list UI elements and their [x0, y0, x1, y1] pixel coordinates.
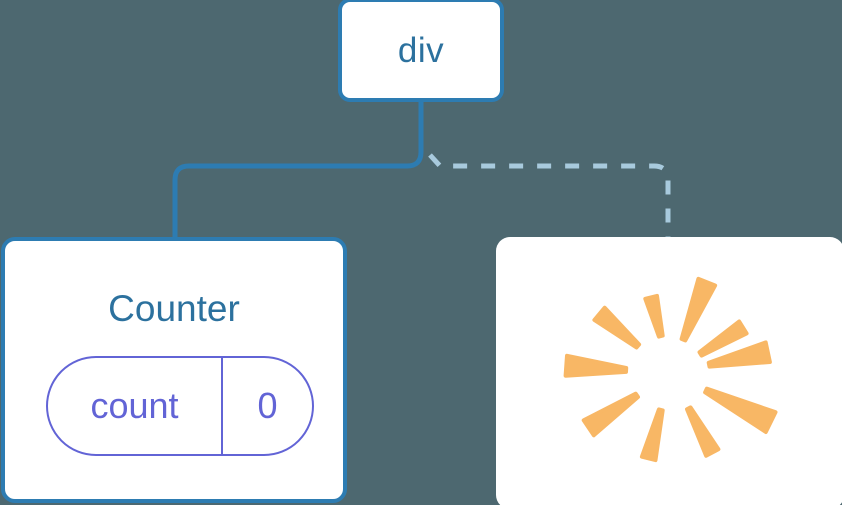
edge-div-to-counter — [172, 101, 424, 239]
sparkle-ray — [563, 353, 629, 378]
node-sparkle[interactable] — [496, 237, 842, 505]
sparkle-ray — [685, 405, 721, 458]
sparkle-ray — [592, 305, 642, 350]
node-div[interactable]: div — [338, 0, 504, 102]
sparkle-ray — [697, 319, 749, 358]
sparkle-ray — [706, 340, 772, 369]
sparkle-rays — [563, 276, 778, 463]
node-counter[interactable]: Counter count 0 — [1, 237, 347, 503]
sparkle-ray — [703, 386, 778, 434]
sparkle-ray — [639, 407, 665, 463]
sparkle-ray — [581, 391, 640, 438]
sparkle-ray — [679, 276, 718, 343]
node-div-label: div — [397, 30, 445, 70]
sparkle-ray — [643, 293, 665, 339]
sparkle-burst-icon — [563, 276, 778, 463]
state-value: 0 — [257, 385, 278, 426]
state-key: count — [48, 358, 223, 454]
node-counter-label: Counter — [108, 288, 240, 329]
edge-div-to-sparkle — [428, 153, 671, 239]
state-pill[interactable]: count 0 — [46, 356, 314, 456]
